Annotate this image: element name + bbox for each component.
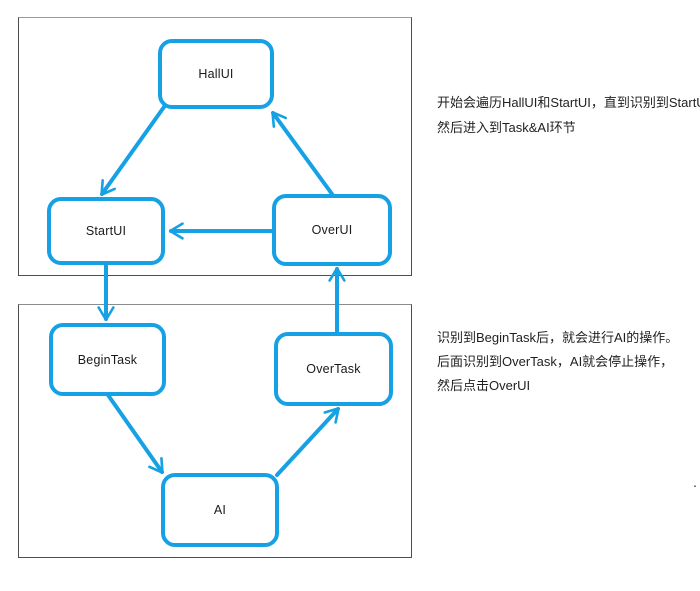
- node-overtask: OverTask: [274, 332, 393, 406]
- annotation-line: 开始会遍历HallUI和StartUI，直到识别到StartUI，: [437, 95, 700, 110]
- annotation-ui-loop: 开始会遍历HallUI和StartUI，直到识别到StartUI， 然后进入到T…: [437, 90, 700, 140]
- annotation-line: 后面识别到OverTask，AI就会停止操作，: [437, 354, 674, 369]
- annotation-task-loop: 识别到BeginTask后，就会进行AI的操作。 后面识别到OverTask，A…: [437, 326, 678, 398]
- annotation-line: 识别到BeginTask后，就会进行AI的操作。: [437, 330, 679, 345]
- stray-dot: .: [693, 474, 697, 490]
- node-hallui: HallUI: [158, 39, 274, 109]
- annotation-line: 然后点击OverUI: [437, 378, 531, 393]
- node-ai: AI: [161, 473, 279, 547]
- node-overui: OverUI: [272, 194, 392, 266]
- annotation-line: 然后进入到Task&AI环节: [437, 120, 576, 135]
- node-startui: StartUI: [47, 197, 165, 265]
- node-begintask: BeginTask: [49, 323, 166, 396]
